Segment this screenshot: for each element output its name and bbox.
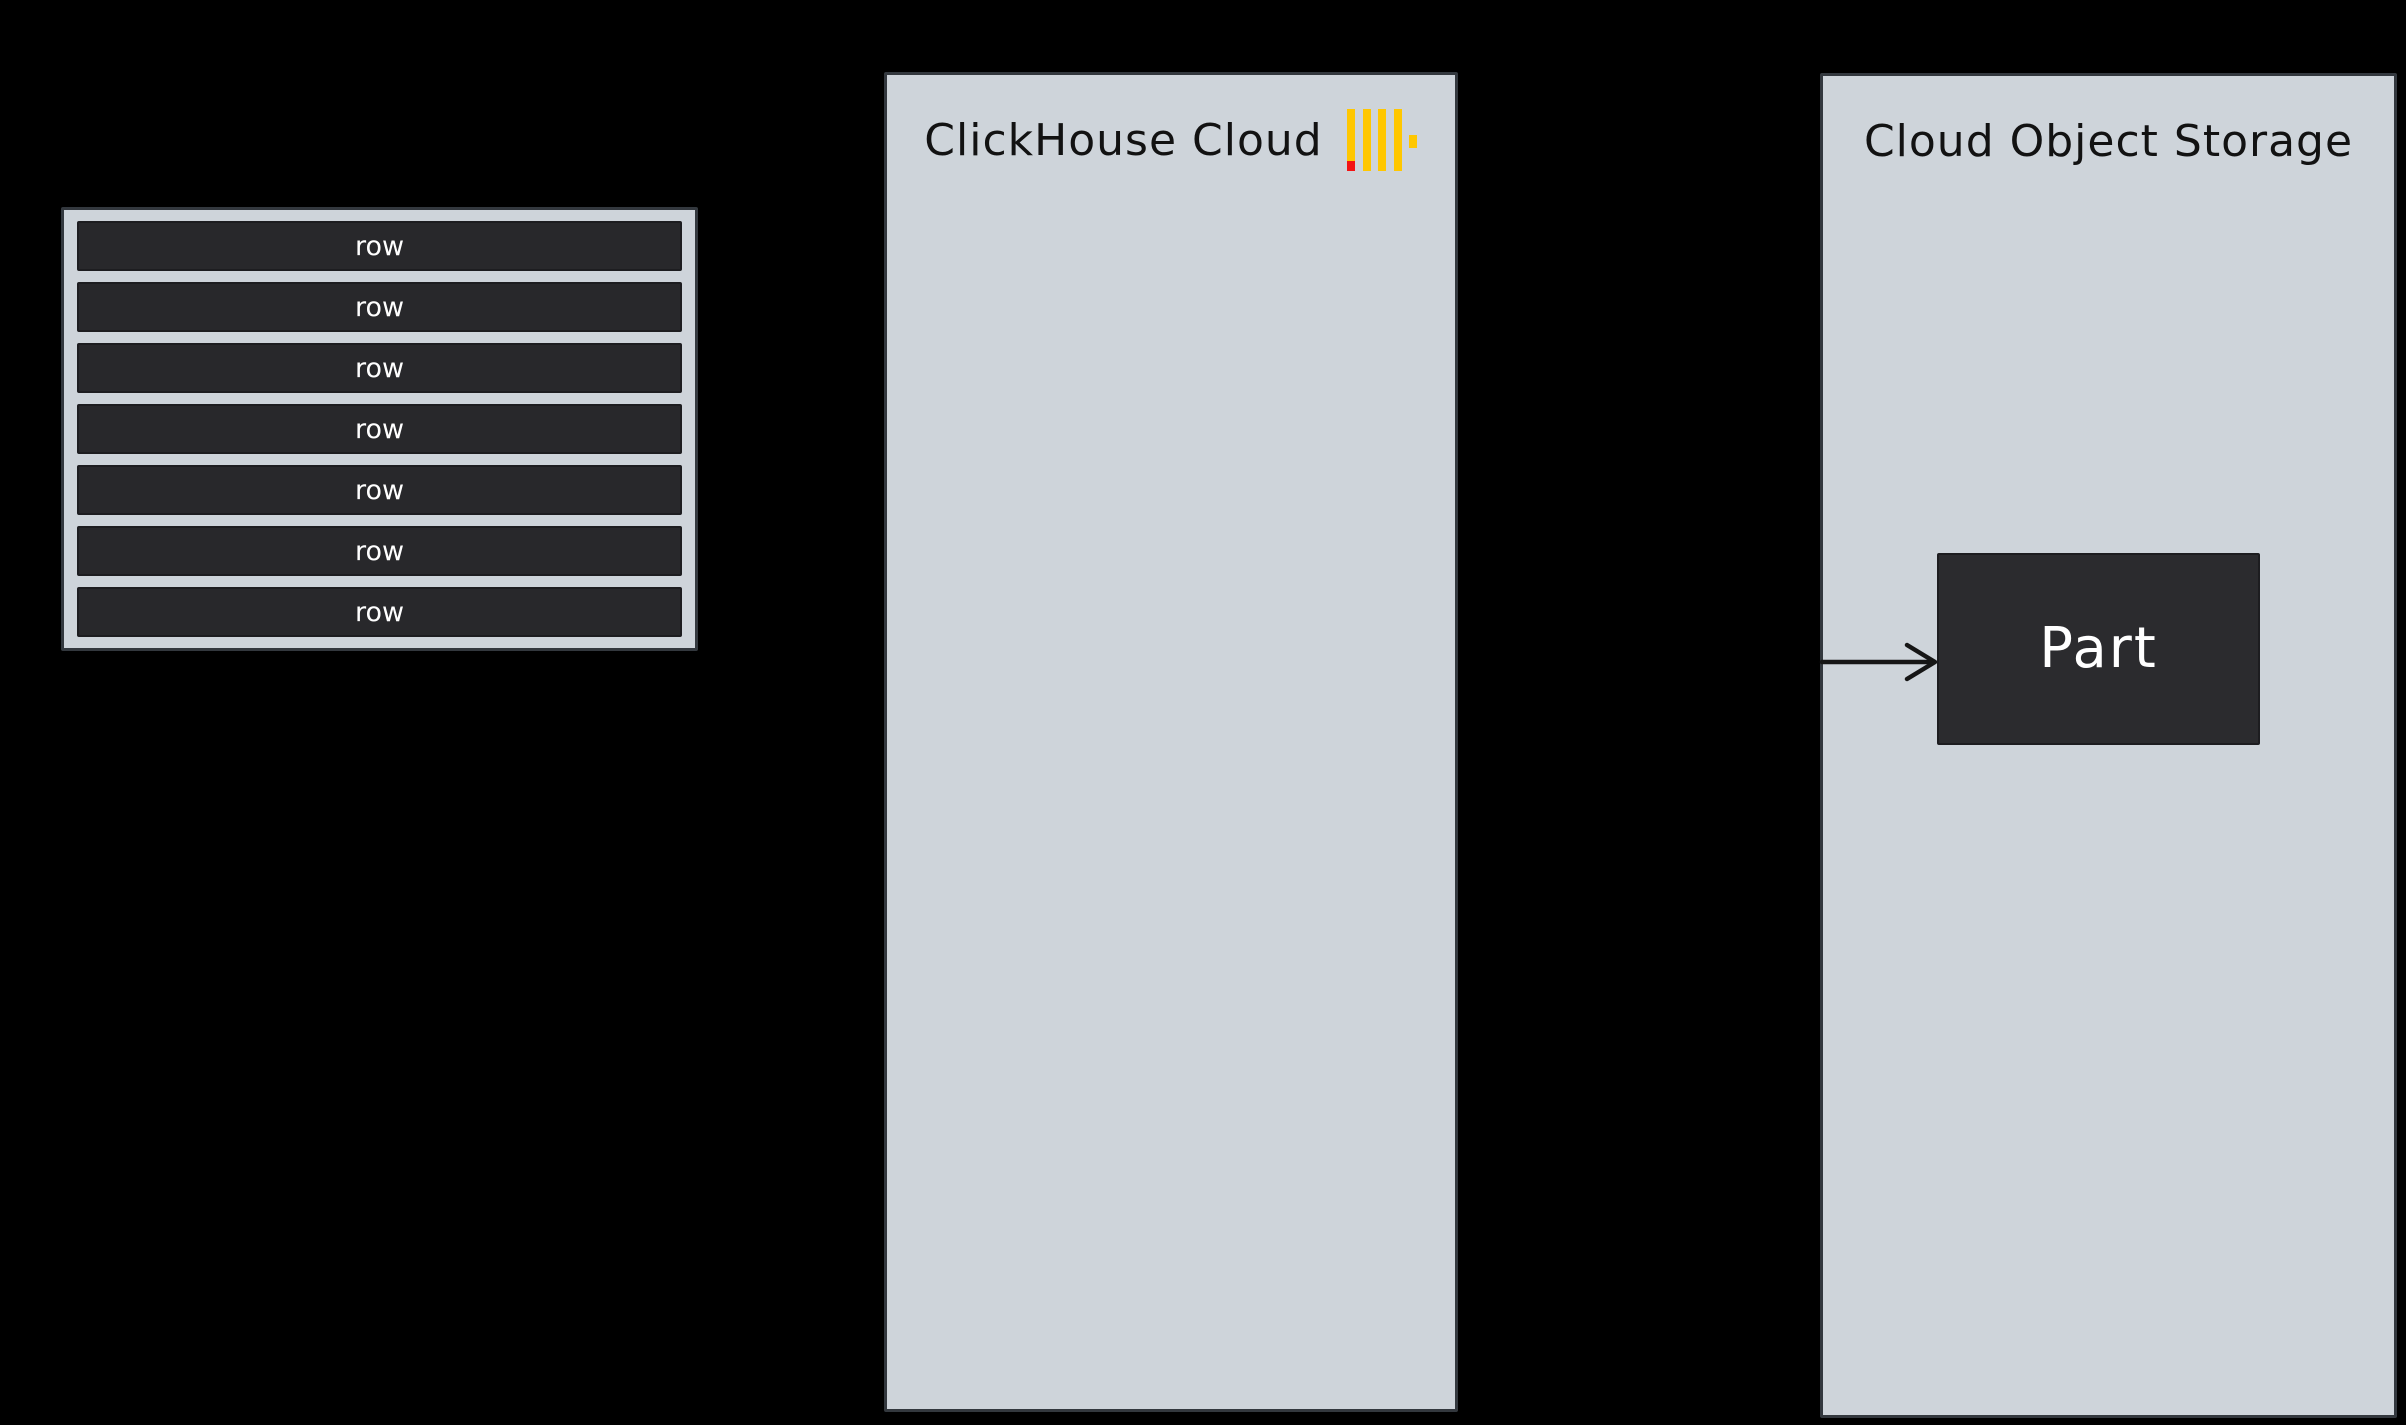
row-label: row <box>354 352 405 384</box>
table-row: row <box>77 343 682 393</box>
row-label: row <box>354 291 405 323</box>
row-label: row <box>354 230 405 262</box>
clickhouse-cloud-header: ClickHouse Cloud <box>887 105 1455 175</box>
logo-bar <box>1362 109 1371 171</box>
arrow-right-icon <box>1819 642 1938 682</box>
logo-bar <box>1346 109 1355 171</box>
part-box: Part <box>1937 553 2260 745</box>
clickhouse-logo-icon <box>1346 109 1418 171</box>
cloud-object-storage-header: Cloud Object Storage <box>1823 106 2394 176</box>
arrow-head <box>1904 642 1938 682</box>
row-stack: row row row row row row row <box>61 207 698 651</box>
logo-bar <box>1377 109 1386 171</box>
logo-red-accent <box>1346 161 1355 171</box>
row-label: row <box>354 535 405 567</box>
table-row: row <box>77 404 682 454</box>
row-label: row <box>354 596 405 628</box>
clickhouse-cloud-panel: ClickHouse Cloud <box>884 72 1458 1412</box>
clickhouse-cloud-title: ClickHouse Cloud <box>924 114 1323 166</box>
part-label: Part <box>2039 616 2158 681</box>
cloud-object-storage-title: Cloud Object Storage <box>1863 115 2354 167</box>
table-row: row <box>77 587 682 637</box>
row-label: row <box>354 413 405 445</box>
table-row: row <box>77 221 682 271</box>
logo-short-bar <box>1408 135 1417 148</box>
table-row: row <box>77 282 682 332</box>
row-label: row <box>354 474 405 506</box>
table-row: row <box>77 465 682 515</box>
logo-bar <box>1393 109 1402 171</box>
cloud-object-storage-panel: Cloud Object Storage Part <box>1819 73 2397 1418</box>
table-row: row <box>77 526 682 576</box>
